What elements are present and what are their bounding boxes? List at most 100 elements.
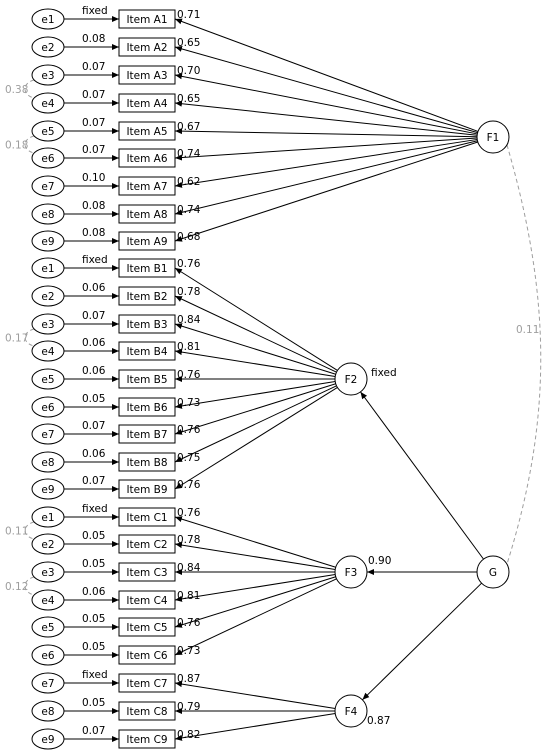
error-ellipse: [31, 340, 65, 362]
error-variance-label: fixed: [82, 503, 108, 515]
loading-path: [174, 381, 336, 409]
latent-label-g: G: [489, 567, 497, 579]
loading-label: 0.65: [177, 37, 200, 49]
error-variance-label: 0.05: [82, 697, 105, 709]
loading-path: [174, 73, 478, 135]
error-ellipse: [31, 64, 65, 86]
error-variance-label: 0.07: [82, 117, 105, 129]
item-label: Item C8: [126, 706, 167, 718]
loading-label: 0.75: [177, 452, 200, 464]
item-box: [118, 314, 176, 334]
loading-path: [174, 140, 478, 216]
item-label: Item B9: [126, 484, 167, 496]
item-label: Item B7: [126, 429, 167, 441]
item-label: Item A1: [126, 14, 167, 26]
error-covariance-arc: [24, 135, 35, 154]
item-box: [118, 204, 176, 224]
item-label: Item C3: [126, 567, 167, 579]
item-label: Item A8: [126, 209, 167, 221]
loading-path: [174, 46, 478, 134]
error-variance-label: 0.06: [82, 337, 106, 349]
error-variance-label: 0.06: [82, 282, 106, 294]
item-box: [118, 369, 176, 389]
item-box: [118, 9, 176, 29]
error-variance-label: 0.08: [82, 33, 105, 45]
error-variance-label: 0.08: [82, 200, 105, 212]
latent-label-f4: F4: [345, 706, 358, 718]
error-ellipse: [31, 616, 65, 638]
loading-label: 0.76: [177, 424, 201, 436]
item-label: Item C5: [126, 622, 167, 634]
error-covariance-arc: [24, 79, 35, 99]
error-ellipse: [31, 451, 65, 473]
item-box: [118, 645, 176, 665]
latent-label-f1: F1: [487, 132, 500, 144]
loading-path: [174, 681, 336, 709]
latent-f3: [334, 555, 368, 589]
error-label: e5: [41, 622, 54, 634]
item-label: Item A9: [126, 236, 167, 248]
error-label: e1: [41, 263, 54, 275]
latent-f2: [334, 362, 368, 396]
loading-path: [174, 138, 478, 188]
item-label: Item A7: [126, 181, 167, 193]
loading-label: 0.76: [177, 507, 201, 519]
item-box: [118, 590, 176, 610]
error-ellipse: [31, 700, 65, 722]
error-variance-label: 0.10: [82, 172, 105, 184]
error-label: e2: [41, 291, 54, 303]
loading-path: [174, 128, 478, 138]
error-ellipse: [31, 92, 65, 114]
structural-label-f2: fixed: [371, 367, 397, 379]
error-label: e8: [41, 457, 54, 469]
error-variance-label: 0.05: [82, 613, 105, 625]
error-covariance-label: 0.12: [5, 581, 28, 593]
error-label: e1: [41, 512, 54, 524]
loading-path: [174, 713, 336, 741]
error-variance-label: 0.05: [82, 530, 105, 542]
error-ellipse: [31, 285, 65, 307]
loading-label: 0.70: [177, 65, 200, 77]
item-label: Item A3: [126, 70, 167, 82]
loading-label: 0.73: [177, 397, 200, 409]
error-variance-label: 0.07: [82, 475, 105, 487]
loading-label: 0.62: [177, 176, 200, 188]
loading-path: [174, 18, 479, 132]
item-box: [118, 534, 176, 554]
error-ellipse: [31, 728, 65, 750]
loading-label: 0.87: [177, 673, 200, 685]
loading-path: [174, 387, 338, 490]
error-ellipse: [31, 533, 65, 555]
error-variance-label: 0.05: [82, 393, 105, 405]
item-box: [118, 452, 176, 472]
item-label: Item A5: [126, 126, 167, 138]
error-variance-label: 0.07: [82, 725, 105, 737]
item-label: Item C7: [126, 678, 167, 690]
error-label: e3: [41, 319, 54, 331]
loading-label: 0.78: [177, 286, 200, 298]
loading-label: 0.71: [177, 9, 200, 21]
item-box: [118, 286, 176, 306]
error-ellipse: [31, 478, 65, 500]
error-variance-label: 0.08: [82, 227, 105, 239]
error-covariance-label: 0.38: [5, 84, 28, 96]
loading-path: [174, 576, 336, 628]
loading-path: [174, 385, 337, 463]
error-label: e7: [41, 429, 54, 441]
item-box: [118, 37, 176, 57]
item-box: [118, 148, 176, 168]
error-variance-label: 0.07: [82, 420, 105, 432]
loading-path: [174, 141, 478, 242]
item-label: Item A2: [126, 42, 167, 54]
error-variance-label: 0.06: [82, 586, 106, 598]
error-label: e1: [41, 14, 54, 26]
error-ellipse: [31, 230, 65, 252]
error-ellipse: [31, 589, 65, 611]
error-label: e7: [41, 678, 54, 690]
loading-path: [174, 383, 336, 435]
item-box: [118, 65, 176, 85]
error-label: e4: [41, 98, 54, 110]
error-label: e3: [41, 70, 54, 82]
error-label: e2: [41, 42, 54, 54]
